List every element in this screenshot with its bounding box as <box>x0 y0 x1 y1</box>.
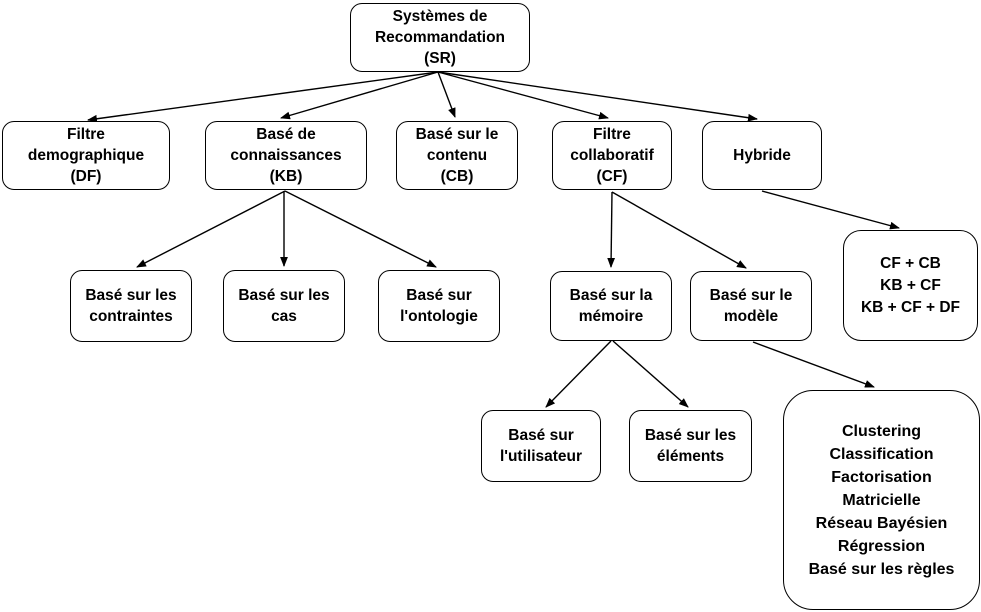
node-filtre-demographique: Filtre demographique (DF) <box>2 121 170 190</box>
edge-sr-cf <box>437 71 609 120</box>
node-base-sur-les-contraintes: Basé sur les contraintes <box>70 270 192 342</box>
node-base-sur-les-elements: Basé sur les éléments <box>629 410 752 482</box>
node-systemes-de-recommandation: Systèmes de Recommandation (SR) <box>350 3 530 72</box>
node-base-sur-l-ontologie: Basé sur l'ontologie <box>378 270 500 342</box>
edge-cf-memoire <box>607 191 616 268</box>
edge-sr-kb <box>280 71 439 120</box>
node-base-sur-le-contenu: Basé sur le contenu (CB) <box>396 121 518 190</box>
edge-memoire-utilisateur <box>545 340 612 408</box>
edge-memoire-elements <box>612 340 689 408</box>
node-model-based-methods: Clustering Classification Factorisation … <box>783 390 980 610</box>
edge-kb-ontologie <box>284 190 437 268</box>
node-base-sur-l-utilisateur: Basé sur l'utilisateur <box>481 410 601 482</box>
node-base-sur-le-modele: Basé sur le modèle <box>690 271 812 341</box>
edge-kb-contraintes <box>136 190 286 268</box>
node-filtre-collaboratif: Filtre collaboratif (CF) <box>552 121 672 190</box>
node-hybride: Hybride <box>702 121 822 190</box>
node-base-sur-la-memoire: Basé sur la mémoire <box>550 271 672 341</box>
edge-sr-hybride <box>437 71 758 122</box>
node-hybrid-combinations: CF + CB KB + CF KB + CF + DF <box>843 230 978 341</box>
edge-cf-modele <box>611 191 747 269</box>
edge-sr-df <box>87 71 439 123</box>
edge-hybride-combos <box>761 190 900 230</box>
node-base-sur-les-cas: Basé sur les cas <box>223 270 345 342</box>
edge-modele-methods <box>752 341 875 388</box>
edge-sr-cb <box>437 71 456 118</box>
node-base-de-connaissances: Basé de connaissances (KB) <box>205 121 367 190</box>
